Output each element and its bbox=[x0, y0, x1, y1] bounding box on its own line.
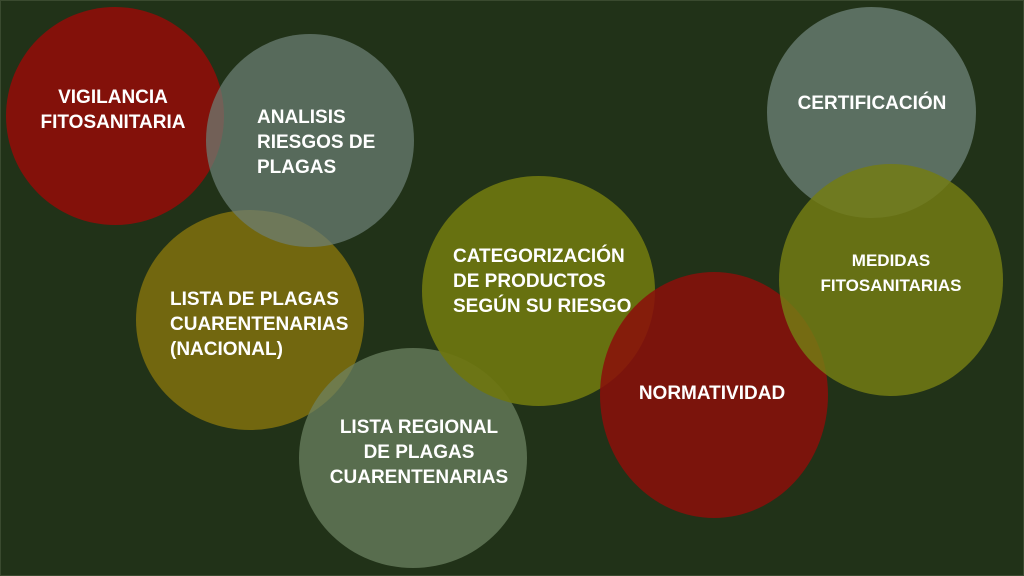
label-lista-nacional: LISTA DE PLAGAS CUARENTENARIAS (NACIONAL… bbox=[170, 289, 349, 360]
label-categorizacion: CATEGORIZACIÓN DE PRODUCTOS SEGÚN SU RIE… bbox=[453, 246, 632, 317]
circle-medidas bbox=[779, 164, 1003, 396]
label-analisis: ANALISIS RIESGOS DE PLAGAS bbox=[257, 107, 376, 178]
label-vigilancia: VIGILANCIA FITOSANITARIA bbox=[40, 87, 186, 133]
label-normatividad: NORMATIVIDAD bbox=[638, 383, 786, 404]
circle-analisis bbox=[206, 34, 414, 247]
label-certificacion: CERTIFICACIÓN bbox=[797, 93, 947, 114]
circle-vigilancia bbox=[6, 7, 224, 225]
label-lista-regional: LISTA REGIONAL DE PLAGAS CUARENTENARIAS bbox=[329, 417, 509, 488]
label-medidas: MEDIDAS FITOSANITARIAS bbox=[820, 251, 962, 295]
